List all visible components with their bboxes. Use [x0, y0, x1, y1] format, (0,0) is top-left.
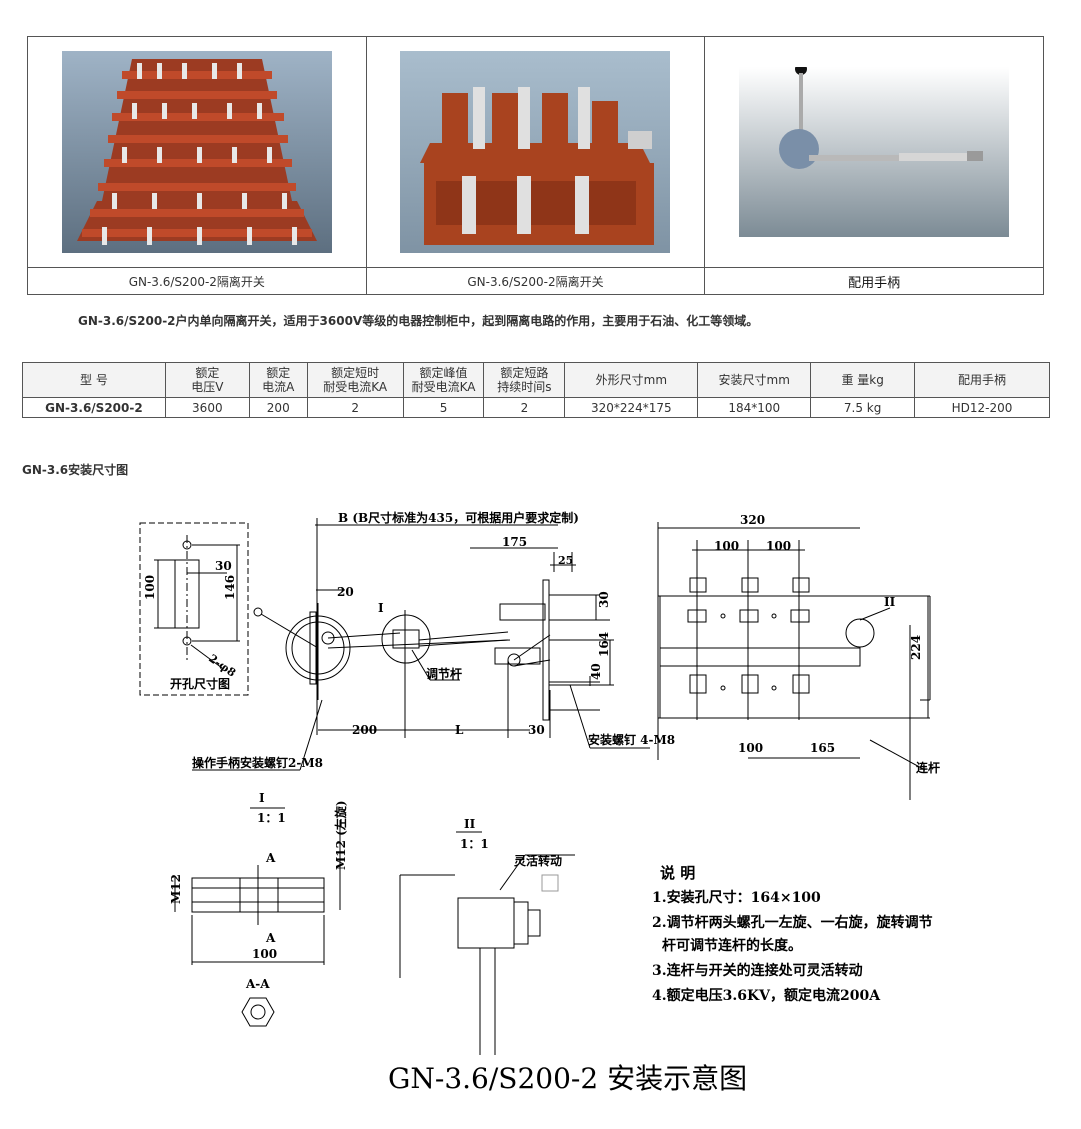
spec-cell-peak: 5	[402, 397, 485, 418]
dim-224: 224	[909, 635, 923, 660]
dim-b: B (B尺寸标准为435，可根据用户要求定制)	[338, 510, 579, 525]
detail-i-m12: M12	[169, 874, 183, 904]
hole-diagram-frame	[139, 522, 249, 696]
dim-165: 165	[810, 741, 835, 755]
spec-header-peak: 额定峰值耐受电流KA	[402, 362, 485, 398]
note-2-cont: 杆可调节连杆的长度。	[662, 937, 802, 954]
roman-ii-label: II	[884, 595, 896, 609]
photo-caption-3: 配用手柄	[704, 267, 1044, 295]
spec-cell-handle: HD12-200	[914, 397, 1050, 418]
spec-cell-outline: 320*224*175	[564, 397, 699, 418]
detail-ii-scale: 1：1	[460, 837, 489, 851]
roman-i-label: I	[378, 601, 384, 615]
mount-plate	[542, 579, 550, 721]
spec-header-voltage: 额定电压V	[164, 362, 250, 398]
detail-ii-title: II	[464, 817, 476, 831]
single-switch-photo-icon	[400, 51, 671, 253]
dim-100-c: 100	[738, 741, 763, 755]
hole-dim-146: 146	[223, 575, 237, 600]
photo-caption-2: GN-3.6/S200-2隔离开关	[365, 267, 706, 295]
spec-header-row: 型 号 额定电压V 额定电流A 额定短时耐受电流KA 额定峰值耐受电流KA 额定…	[22, 362, 1050, 398]
adjust-rod-box	[392, 629, 420, 649]
handle-bolt-label: 操作手柄安装螺钉2-M8	[192, 755, 323, 770]
section-title: GN-3.6安装尺寸图	[22, 463, 129, 477]
dim-30-right: 30	[597, 591, 611, 608]
dim-25: 25	[558, 554, 573, 567]
stacked-switches-photo-icon	[61, 51, 332, 253]
detail-ii-circle	[845, 618, 875, 648]
dim-175: 175	[502, 535, 527, 549]
spec-header-current: 额定电流A	[248, 362, 308, 398]
photo-cell-3	[704, 36, 1044, 268]
hole-bottom-icon	[182, 636, 192, 646]
link-rod-label: 连杆	[916, 760, 940, 775]
mount-bolt-label: 安装螺钉 4-M8	[588, 732, 675, 747]
detail-i-a-bottom: A	[265, 931, 276, 945]
spec-header-outline: 外形尺寸mm	[564, 362, 699, 398]
spec-cell-weight: 7.5 kg	[810, 397, 916, 418]
hex-nut-icon	[241, 997, 275, 1027]
hole-top-icon	[182, 540, 192, 550]
spec-header-duration: 额定短路持续时间s	[483, 362, 566, 398]
hole-dim-30: 30	[215, 559, 232, 573]
spec-header-install: 安装尺寸mm	[697, 362, 812, 398]
note-1: 1.安装孔尺寸：164×100	[652, 889, 821, 906]
front-busbar	[659, 647, 861, 667]
drawing-main-title: GN-3.6/S200-2 安装示意图	[388, 1062, 747, 1095]
front-contacts	[687, 577, 810, 694]
dim-100-b: 100	[766, 539, 791, 553]
section-aa: A-A	[245, 977, 270, 991]
spec-table: 型 号 额定电压V 额定电流A 额定短时耐受电流KA 额定峰值耐受电流KA 额定…	[22, 362, 1050, 418]
dim-20: 20	[337, 585, 354, 599]
photo-cell-2	[365, 36, 706, 268]
notes-title: 说 明	[660, 864, 695, 882]
dim-40: 40	[589, 663, 603, 680]
detail-ii-block	[457, 897, 515, 949]
table-row: GN-3.6/S200-2 3600 200 2 5 2 320*224*175…	[22, 397, 1050, 418]
detail-i-100: 100	[252, 947, 277, 961]
handle-knob-icon	[253, 607, 263, 617]
hole-dim-100: 100	[143, 575, 157, 600]
product-description: GN-3.6/S200-2户内单向隔离开关，适用于3600V等级的电器控制柜中，…	[78, 314, 759, 328]
spec-cell-model: GN-3.6/S200-2	[22, 397, 166, 418]
spec-cell-short-time: 2	[306, 397, 404, 418]
spec-cell-duration: 2	[483, 397, 566, 418]
detail-i-title: I	[259, 791, 265, 805]
detail-i-m12-left: M12 (左旋)	[333, 800, 348, 870]
spec-header-handle: 配用手柄	[914, 362, 1050, 398]
spec-header-weight: 重 量kg	[810, 362, 916, 398]
spec-cell-voltage: 3600	[164, 397, 250, 418]
note-4: 4.额定电压3.6KV，额定电流200A	[652, 987, 881, 1004]
dim-200: 200	[352, 723, 377, 737]
hole-diagram-title: 开孔尺寸图	[170, 676, 230, 691]
spec-cell-current: 200	[248, 397, 308, 418]
dim-30-bottom: 30	[528, 723, 545, 737]
product-photo-table: GN-3.6/S200-2隔离开关 GN-3.6/S200-2隔离开关 配用手柄	[27, 36, 1044, 295]
adjust-rod-label: 调节杆	[426, 666, 462, 681]
photo-cell-1	[27, 36, 367, 268]
spec-header-short-time: 额定短时耐受电流KA	[306, 362, 404, 398]
dim-100-a: 100	[714, 539, 739, 553]
dim-164: 164	[597, 632, 611, 657]
detail-ii-flex: 灵活转动	[514, 853, 562, 868]
dim-l: L	[455, 723, 464, 737]
detail-i-scale: 1：1	[257, 811, 286, 825]
operating-handle-photo-icon	[739, 67, 1010, 237]
detail-i-a-top: A	[265, 851, 276, 865]
detail-i-circle	[381, 614, 431, 664]
installation-drawing: 30 100 146 2-φ8 开孔尺寸图 B (B尺寸标准为435，可根据	[139, 510, 940, 1095]
note-2: 2.调节杆两头螺孔一左旋、一右旋，旋转调节	[652, 914, 933, 931]
photo-caption-1: GN-3.6/S200-2隔离开关	[27, 267, 367, 295]
note-3: 3.连杆与开关的连接处可灵活转动	[652, 962, 863, 979]
spec-cell-install: 184*100	[697, 397, 812, 418]
hole-dim-2m8: 2-φ8	[206, 652, 238, 680]
spec-header-model: 型 号	[22, 362, 166, 398]
dim-320: 320	[740, 513, 765, 527]
